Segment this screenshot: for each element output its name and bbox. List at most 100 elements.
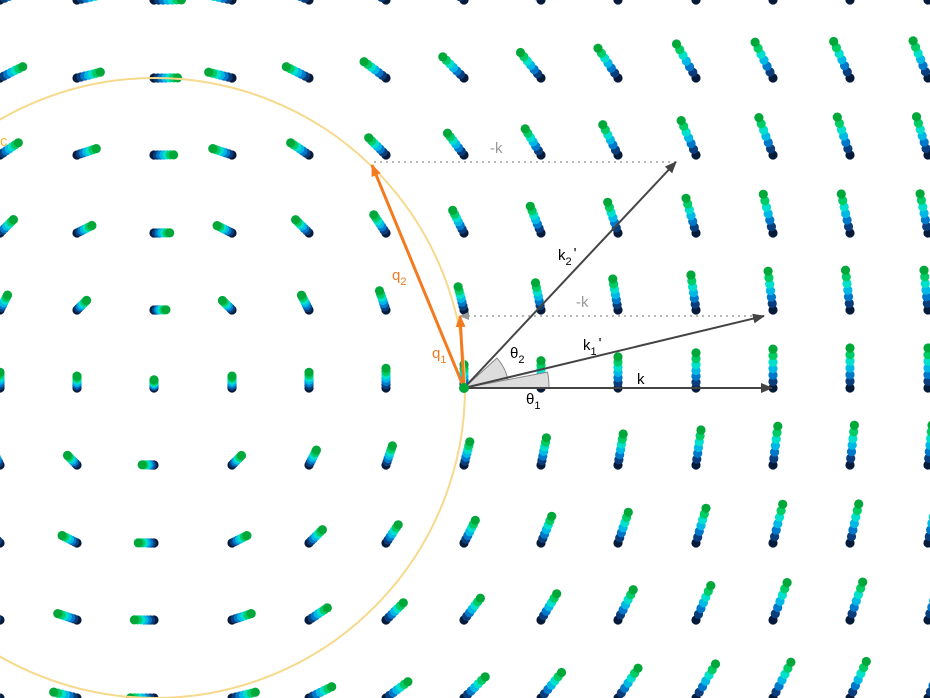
theta1-sub: 1 [534,400,540,412]
trail-dot [442,128,453,138]
trail-dot [0,693,5,698]
q1-label: q1 [432,345,446,366]
trail-dot [603,197,613,207]
trail-dot [296,290,307,300]
trail-dot [768,370,778,380]
k2-prime-sub: 2 [566,256,572,268]
trail-dot [598,120,608,130]
trail-dot [691,348,701,358]
k1-prime-sup: ' [599,335,602,352]
trail-dot [926,525,930,535]
trail-dot [13,138,23,148]
k2-prime-label: k2' [558,245,577,268]
trail-dot [613,0,623,5]
trail-dot [925,440,930,450]
trail-dot [710,659,721,669]
trail-dot [618,429,628,439]
q1-main: q [432,345,440,362]
trail-dot [686,270,696,280]
trail-dot [758,189,768,199]
trail-dot [480,672,490,682]
trail-dot [706,581,716,591]
trail-dot [750,37,760,47]
trail-dot [210,0,217,1]
trail-dot [57,530,67,541]
q2-main: q [392,267,400,284]
trail-dot [927,421,930,430]
trail-dot [86,0,95,2]
trail-dot [919,265,929,275]
trail-dot [691,0,701,5]
trail-dot [845,0,855,5]
trail-dot [676,116,686,126]
trail-dot [92,0,98,1]
trail-dot [18,62,28,72]
trail-dot [844,298,854,308]
theta2-label: θ2 [510,345,524,366]
trail-dot [671,39,682,49]
trail-dot [208,144,218,154]
trail-dot [773,421,783,431]
trail-dot [87,220,97,231]
trail-dot [778,499,788,509]
trail-dot [768,357,778,367]
trail-dot [846,453,856,463]
trail-dot [915,189,925,199]
trail-dot [393,520,403,530]
trail-dot [768,344,778,354]
trail-dot [786,657,796,667]
trail-dot [927,519,930,528]
trail-dot [72,371,82,381]
trail-dot [403,677,413,687]
trail-dot [623,507,633,517]
trail-dot [311,445,321,455]
trail-dot [133,538,143,548]
trail-dot [849,420,860,430]
trail-dot [129,615,139,625]
trail-dot [236,450,247,461]
trail-dot [359,57,369,67]
trail-dot [0,0,9,3]
trail-dot [2,290,13,300]
trail-dot [448,205,458,215]
trail-dot [832,112,842,122]
trail-dot [927,602,930,612]
trail-dot [922,292,930,302]
trail-dot [552,589,562,599]
k2-prime-sup: ' [574,245,577,262]
trail-dot [377,0,386,2]
trail-dot [453,282,463,292]
trail-dot [95,67,105,77]
trail-dot [169,150,179,160]
trail-dot [633,663,643,673]
trail-dot [525,201,535,211]
k1-prime-sub: 1 [591,346,597,358]
trail-dot [768,364,778,374]
trail-dot [925,687,930,697]
trail-dot [381,363,391,373]
trail-dot [701,503,711,513]
trail-dot [768,0,778,5]
trail-dot [387,441,397,451]
trail-dot [854,499,864,509]
trail-dot [246,609,256,619]
trail-dot [364,133,374,143]
trail-dot [49,687,59,697]
trail-dot [845,370,855,380]
trail-dot [845,350,855,360]
trail-dot [858,577,868,587]
trail-dot [322,603,332,613]
trail-dot [297,0,303,1]
trail-dot [0,693,1,698]
trail-dot [286,138,296,148]
trail-dot [861,656,871,667]
trail-dot [921,285,930,295]
trail-dot [91,144,101,154]
trail-dot [300,0,309,3]
trail-dot [304,367,314,377]
trail-dot [242,531,252,541]
trail-dot [291,215,301,225]
trail-dot [768,351,778,361]
trail-dot [369,210,379,220]
